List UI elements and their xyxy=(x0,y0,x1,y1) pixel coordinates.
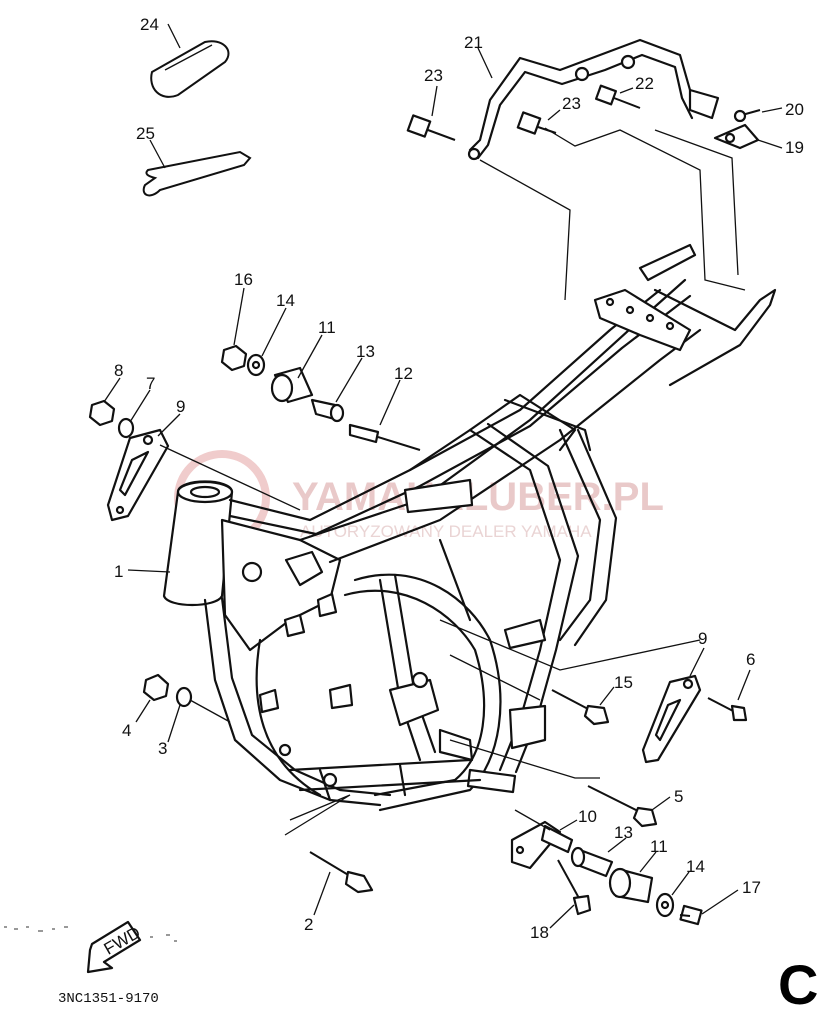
callout-21: 21 xyxy=(464,33,483,52)
callout-5: 5 xyxy=(674,787,683,806)
callout-19: 19 xyxy=(785,138,804,157)
watermark-tagline: AUTORYZOWANY DEALER YAMAHA xyxy=(300,522,592,541)
callout-17: 17 xyxy=(742,878,761,897)
part-19-clamp xyxy=(713,123,760,150)
part-13-collar-b xyxy=(570,846,614,878)
part-16-nut xyxy=(220,344,248,372)
callout-11-a: 11 xyxy=(318,318,336,337)
callout-16: 16 xyxy=(234,270,253,289)
part-23-bolt-b xyxy=(516,111,557,135)
callout-25: 25 xyxy=(136,124,155,143)
part-18-screw xyxy=(557,859,592,916)
part-6-bolt xyxy=(707,697,748,722)
callout-6: 6 xyxy=(746,650,755,669)
callout-10: 10 xyxy=(578,807,597,826)
part-25-spanner-wrench xyxy=(142,150,252,197)
callout-4: 4 xyxy=(122,721,131,740)
callout-9-a: 9 xyxy=(176,397,185,416)
fwd-arrow-icon: FWD xyxy=(86,920,144,974)
callout-labels: 24 25 21 23 23 22 20 19 16 14 11 13 12 8… xyxy=(114,15,804,942)
callout-18: 18 xyxy=(530,923,549,942)
part-21-stay xyxy=(467,38,720,161)
part-14-washer-a xyxy=(246,353,266,377)
part-9-bracket-a xyxy=(106,428,170,522)
part-15-bolt xyxy=(551,689,610,726)
callout-23-b: 23 xyxy=(562,94,581,113)
callout-2: 2 xyxy=(304,915,313,934)
part-3-washer xyxy=(175,686,193,708)
part-4-nut xyxy=(142,673,170,702)
motorcycle-frame xyxy=(162,243,777,812)
callout-13-a: 13 xyxy=(356,342,375,361)
part-22-bolt xyxy=(594,84,641,109)
section-letter: C xyxy=(778,953,818,1012)
callout-3: 3 xyxy=(158,739,167,758)
callout-7: 7 xyxy=(146,374,155,393)
part-10-bracket xyxy=(510,820,574,870)
part-5-bolt xyxy=(587,785,658,828)
callout-13-b: 13 xyxy=(614,823,633,842)
part-13-collar-a xyxy=(310,398,345,423)
part-23-bolt-a xyxy=(406,114,456,141)
part-2-bolt xyxy=(309,851,374,894)
part-17-bolt xyxy=(679,904,703,926)
callout-8: 8 xyxy=(114,361,123,380)
callout-12: 12 xyxy=(394,364,413,383)
part-24-pad xyxy=(150,40,230,98)
callout-9-b: 9 xyxy=(698,629,707,648)
callout-15: 15 xyxy=(614,673,633,692)
callout-23-a: 23 xyxy=(424,66,443,85)
part-14-washer-b xyxy=(655,892,675,918)
callout-11-b: 11 xyxy=(650,837,668,856)
part-7-washer xyxy=(117,417,135,439)
callout-14-a: 14 xyxy=(276,291,295,310)
callout-22: 22 xyxy=(635,74,654,93)
part-9-bracket-b xyxy=(641,674,702,764)
scan-noise xyxy=(4,926,177,942)
callout-24: 24 xyxy=(140,15,159,34)
part-20-screw xyxy=(733,109,761,123)
part-12-bolt xyxy=(348,423,421,451)
part-code: 3NC1351-9170 xyxy=(58,991,159,1007)
part-11-damper-b xyxy=(608,867,654,904)
callout-1: 1 xyxy=(114,562,123,581)
part-8-nut xyxy=(88,399,116,427)
part-11-damper-a xyxy=(270,366,314,404)
callout-14-b: 14 xyxy=(686,857,705,876)
callout-20: 20 xyxy=(785,100,804,119)
leader-lines xyxy=(103,23,783,929)
